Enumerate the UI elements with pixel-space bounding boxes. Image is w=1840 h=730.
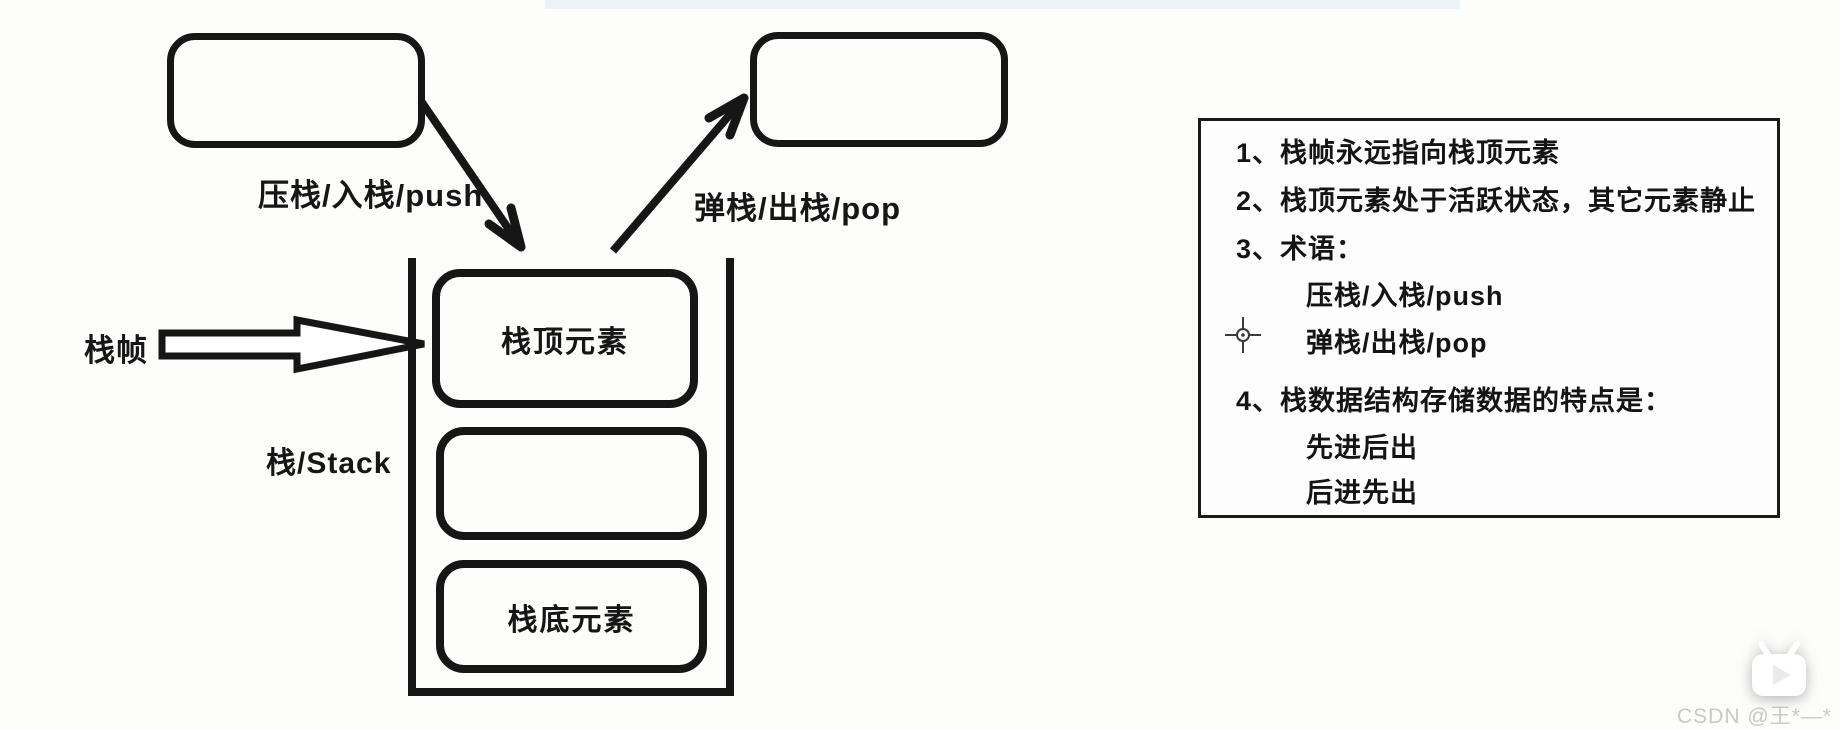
- stack-cell-top: [432, 269, 698, 408]
- stack-name-label: 栈/Stack: [266, 447, 392, 480]
- stack-cell-bottom: [436, 560, 707, 673]
- tv-play-icon: [1752, 641, 1806, 696]
- note-line-pop-term: 弹栈/出栈/pop: [1306, 328, 1488, 358]
- pop-arrow-label: 弹栈/出栈/pop: [694, 191, 902, 226]
- note-line-2: 2、栈顶元素处于活跃状态，其它元素静止: [1236, 186, 1757, 216]
- stack-top-element-label: 栈顶元素: [501, 325, 629, 359]
- csdn-watermark: CSDN @王*—*: [1676, 705, 1832, 728]
- stack-frame-block-arrow: [158, 315, 425, 374]
- push-arrow: [417, 98, 526, 252]
- top-toolbar-remnant: [545, 0, 1460, 9]
- pop-arrow: [609, 93, 749, 254]
- stack-container-outline: [408, 258, 734, 696]
- note-line-1: 1、栈帧永远指向栈顶元素: [1236, 138, 1561, 168]
- note-line-3: 3、术语：: [1236, 234, 1365, 264]
- note-line-4: 4、栈数据结构存储数据的特点是：: [1236, 386, 1673, 416]
- note-line-push-term: 压栈/入栈/push: [1306, 281, 1504, 311]
- crosshair-cursor-icon: [1225, 317, 1261, 353]
- popped-element-box: [750, 32, 1008, 147]
- notes-panel: [1198, 118, 1780, 518]
- note-line-filo: 先进后出: [1306, 433, 1418, 463]
- stack-frame-label: 栈帧: [84, 333, 148, 368]
- incoming-element-box: [167, 33, 425, 148]
- push-arrow-label: 压栈/入栈/push: [258, 178, 484, 213]
- note-line-lifo: 后进先出: [1306, 478, 1418, 508]
- stack-bottom-element-label: 栈底元素: [507, 603, 636, 637]
- stack-cell-middle: [436, 427, 707, 540]
